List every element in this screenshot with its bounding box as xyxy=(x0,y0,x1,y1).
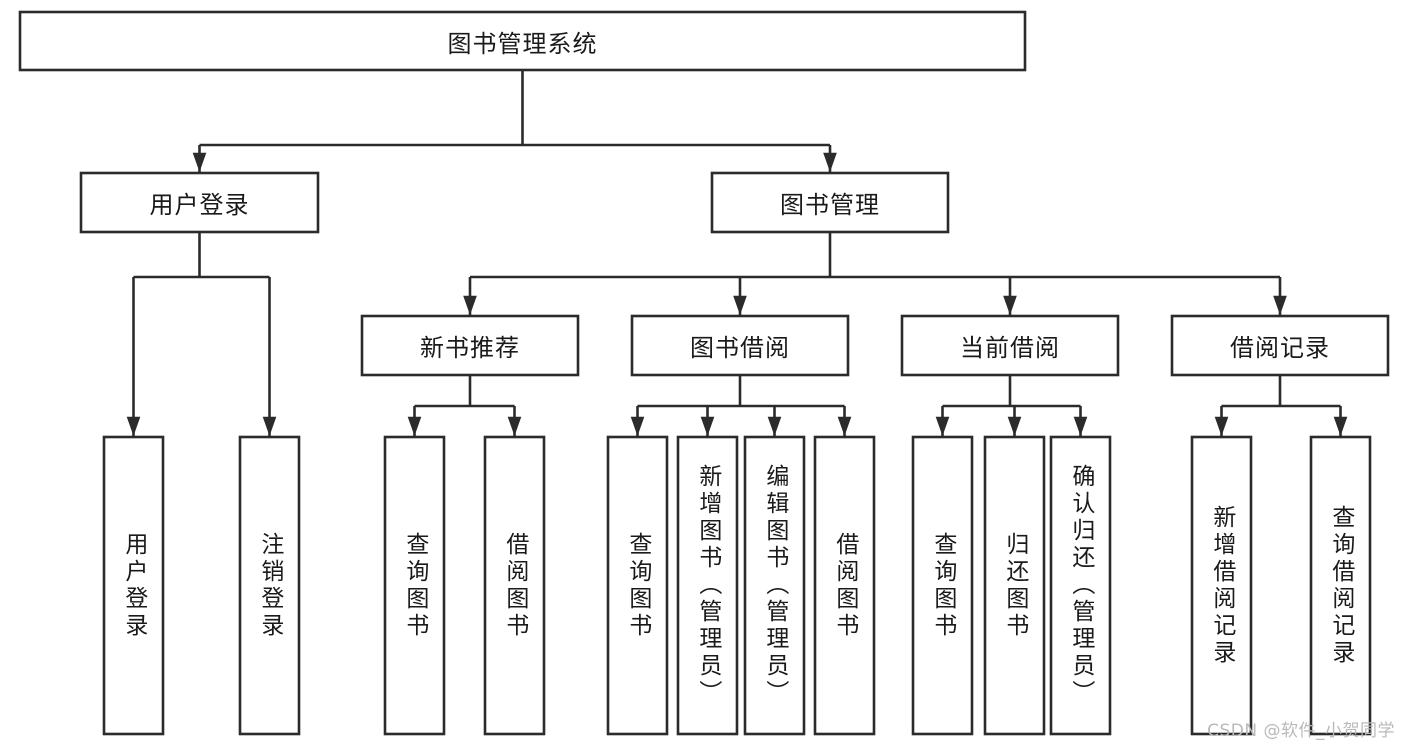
arrow-current-borrow-to-leaf-query-book-current xyxy=(935,416,950,436)
arrow-current-borrow-to-leaf-confirm-return-admin xyxy=(1073,416,1088,436)
node-box-leaf-query-book-recommend[interactable] xyxy=(383,435,446,736)
arrow-book-borrow-to-leaf-borrow-book xyxy=(837,416,852,436)
node-box-leaf-borrow-book-recommend[interactable] xyxy=(483,435,546,736)
arrow-root-to-user-login xyxy=(192,152,207,172)
arrow-book-management-to-borrow-record xyxy=(1273,295,1287,315)
arrow-book-management-to-new-book-recommend xyxy=(463,295,477,315)
arrow-borrow-record-to-leaf-query-borrow-record xyxy=(1333,416,1348,436)
arrow-user-login-to-leaf-user-login xyxy=(126,416,141,436)
node-box-leaf-confirm-return-admin[interactable] xyxy=(1049,435,1112,736)
node-box-leaf-edit-book-admin[interactable] xyxy=(743,435,806,736)
connectors-layer xyxy=(126,70,1348,436)
arrow-new-book-recommend-to-leaf-borrow-book-recommend xyxy=(507,416,522,436)
csdn-watermark: CSDN @软件_小贺同学 xyxy=(1207,721,1395,741)
node-box-book-management[interactable] xyxy=(710,171,950,234)
node-box-leaf-return-book[interactable] xyxy=(983,435,1046,736)
arrow-book-borrow-to-leaf-add-book-admin xyxy=(700,416,715,436)
node-box-book-borrow[interactable] xyxy=(630,314,850,377)
arrow-current-borrow-to-leaf-return-book xyxy=(1007,416,1022,436)
node-box-leaf-user-login[interactable] xyxy=(102,435,165,736)
node-box-leaf-borrow-book[interactable] xyxy=(813,435,876,736)
arrow-root-to-book-management xyxy=(823,152,837,172)
node-box-current-borrow[interactable] xyxy=(900,314,1120,377)
node-box-new-book-recommend[interactable] xyxy=(360,314,580,377)
arrow-borrow-record-to-leaf-add-borrow-record xyxy=(1214,416,1229,436)
node-box-leaf-add-borrow-record[interactable] xyxy=(1190,435,1253,736)
node-box-leaf-add-book-admin[interactable] xyxy=(676,435,739,736)
node-box-user-login[interactable] xyxy=(79,171,320,234)
arrow-book-management-to-current-borrow xyxy=(1003,295,1017,315)
arrow-book-management-to-book-borrow xyxy=(733,295,747,315)
node-box-borrow-record[interactable] xyxy=(1170,314,1390,377)
node-box-leaf-query-book-current[interactable] xyxy=(911,435,974,736)
arrow-new-book-recommend-to-leaf-query-book-recommend xyxy=(407,416,422,436)
node-box-root[interactable] xyxy=(18,10,1027,72)
arrow-book-borrow-to-leaf-query-book-borrow xyxy=(630,416,645,436)
arrow-book-borrow-to-leaf-edit-book-admin xyxy=(767,416,782,436)
node-box-leaf-query-borrow-record[interactable] xyxy=(1309,435,1372,736)
node-box-leaf-logout[interactable] xyxy=(238,435,301,736)
boxes-layer xyxy=(18,10,1390,736)
arrow-user-login-to-leaf-logout xyxy=(262,416,277,436)
node-box-leaf-query-book-borrow[interactable] xyxy=(606,435,669,736)
